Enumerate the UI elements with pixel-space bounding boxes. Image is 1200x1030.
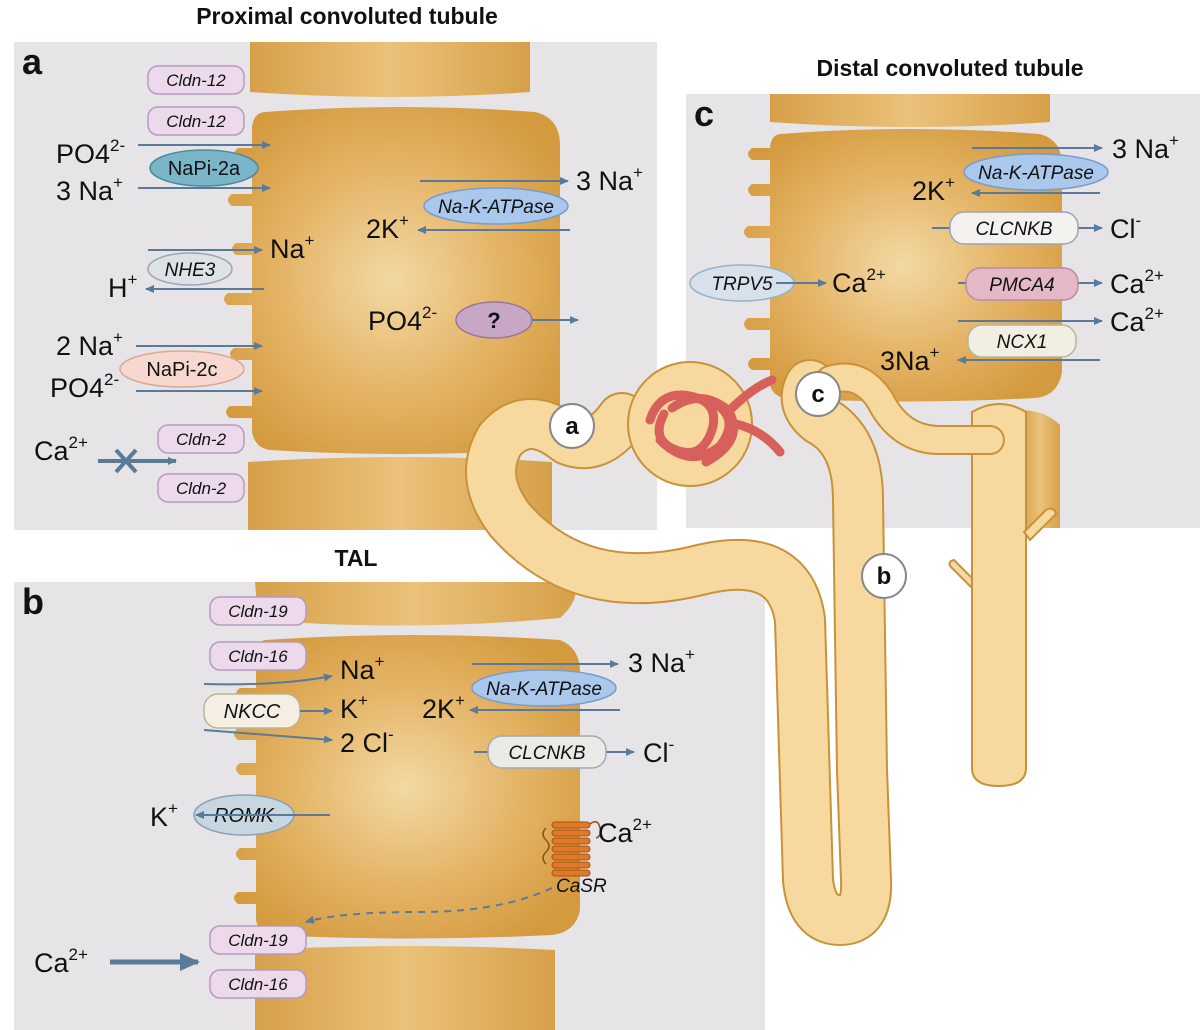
ca-out-c-1: Ca2+: [1110, 266, 1164, 299]
panel-b-upper-cell: [255, 582, 576, 626]
cldn-19-lower: Cldn-19: [209, 925, 307, 955]
ca-ion-a: Ca2+: [34, 433, 88, 466]
panel-c-lower-cell: [1020, 410, 1060, 528]
svg-text:a: a: [565, 413, 579, 440]
cldn-19-upper: Cldn-19: [209, 596, 307, 626]
ca-out-c-2: Ca2+: [1110, 304, 1164, 337]
svg-text:b: b: [877, 563, 892, 590]
po4-exit-ion: PO42-: [368, 303, 437, 336]
po4-top-ion: PO42-: [56, 136, 125, 169]
na-arrow-nkcc: [203, 673, 333, 686]
casr-receptor-icon: [542, 821, 602, 877]
panel-b: TAL b Cldn-19 Cldn-16 Cldn-19 Cldn-16 Na…: [14, 545, 765, 1030]
cldn-16-upper: Cldn-16: [209, 641, 307, 671]
ca-ion-casr: Ca2+: [598, 815, 652, 848]
nakatpase-b: [471, 669, 617, 707]
cldn-16-lower: Cldn-16: [209, 969, 307, 999]
cldn-12-upper: Cldn-12: [147, 65, 245, 95]
k-ion-b: K+: [340, 691, 368, 724]
three-na-out-b: 3 Na+: [628, 645, 695, 678]
panel-a-upper-cell: [250, 42, 530, 97]
svg-text:Cldn-2: Cldn-2: [176, 479, 227, 498]
nakatpase-c-label: Na-K-ATPase: [978, 163, 1094, 184]
three-na-out-c: 3 Na+: [1112, 131, 1179, 164]
clcnkb-b: [487, 735, 607, 769]
ca-lumen-ion-b: Ca2+: [34, 945, 88, 978]
svg-text:Cldn-19: Cldn-19: [228, 931, 288, 950]
h-ion: H+: [108, 270, 138, 303]
pmca4-label: PMCA4: [989, 275, 1054, 296]
two-k-in-c: 2K+: [912, 173, 955, 206]
panel-c-letter: c: [694, 93, 714, 134]
napi2a-transporter: [149, 149, 259, 187]
nephron-illustration: a c b: [465, 359, 1058, 946]
svg-text:Cldn-16: Cldn-16: [228, 647, 288, 666]
clcnkb-c: [949, 211, 1079, 245]
pct-title: Proximal convoluted tubule: [196, 3, 498, 29]
nhe3-label: NHE3: [165, 260, 216, 281]
two-k-in-b: 2K+: [422, 691, 465, 724]
na-ion-b: Na+: [340, 652, 385, 685]
napi2c-label: NaPi-2c: [146, 359, 217, 381]
casr-signal-dashed-arrow: [305, 887, 553, 924]
svg-text:Cldn-12: Cldn-12: [166, 112, 226, 131]
cldn-12-lower: Cldn-12: [147, 106, 245, 136]
po4-bottom-ion: PO42-: [50, 370, 119, 403]
svg-text:Cldn-16: Cldn-16: [228, 975, 288, 994]
two-cl-ion-b: 2 Cl-: [340, 725, 394, 758]
two-k-in-a: 2K+: [366, 211, 409, 244]
nakatpase-c: [963, 153, 1109, 191]
svg-text:Cldn-19: Cldn-19: [228, 602, 288, 621]
three-na-in-c: 3Na+: [880, 343, 940, 376]
dct-title: Distal convoluted tubule: [816, 55, 1083, 81]
cldn-2-upper: Cldn-2: [157, 424, 245, 454]
panel-a-letter: a: [22, 41, 43, 82]
panel-c-upper-cell: [770, 94, 1050, 127]
casr-label: CaSR: [556, 876, 607, 897]
block-cross-icon: [114, 448, 138, 474]
nakatpase-a: [423, 187, 569, 225]
nakatpase-a-label: Na-K-ATPase: [438, 197, 554, 218]
panel-c: Distal convoluted tubule c 3 Na+ Na-K-AT…: [686, 55, 1200, 528]
panel-b-lower-cell: [255, 946, 555, 1030]
napi2c-transporter: [119, 350, 245, 388]
panel-b-letter: b: [22, 581, 44, 622]
cl-out-c: Cl-: [1110, 211, 1141, 244]
trpv5-label: TRPV5: [711, 274, 773, 295]
nephron-marker-b: b: [861, 553, 907, 599]
two-na-ion-a: 2 Na+: [56, 328, 123, 361]
napi2a-label: NaPi-2a: [168, 158, 241, 180]
cl-arrow-nkcc: [203, 729, 333, 744]
nhe3-transporter: [147, 252, 233, 286]
na-ion-a: Na+: [270, 231, 315, 264]
clcnkb-b-label: CLCNKB: [508, 743, 585, 764]
collecting-duct: [948, 403, 1058, 788]
ncx1-exchanger: [967, 324, 1077, 358]
three-na-out-a: 3 Na+: [576, 163, 643, 196]
k-out-ion-b: K+: [150, 799, 178, 832]
three-na-ion-a: 3 Na+: [56, 173, 123, 206]
unknown-transporter-label: ?: [487, 308, 500, 333]
nkcc-label: NKCC: [224, 701, 281, 723]
svg-text:Cldn-12: Cldn-12: [166, 71, 226, 90]
tal-title: TAL: [334, 545, 377, 571]
cl-out-b: Cl-: [643, 735, 674, 768]
pmca4-pump: [965, 267, 1079, 301]
svg-text:Cldn-2: Cldn-2: [176, 430, 227, 449]
glomerulus-icon: [645, 375, 785, 467]
svg-text:c: c: [811, 381, 824, 408]
ncx1-label: NCX1: [997, 332, 1048, 353]
panel-a: Proximal convoluted tubule a Cldn-12 Cld…: [14, 3, 657, 530]
tubule-inner: [467, 361, 891, 944]
cldn-2-lower: Cldn-2: [157, 473, 245, 503]
nephron-marker-a: a: [549, 403, 595, 449]
nakatpase-b-label: Na-K-ATPase: [486, 679, 602, 700]
nephron-marker-c: c: [795, 371, 841, 417]
clcnkb-c-label: CLCNKB: [975, 219, 1052, 240]
dct-segment-inner: [817, 364, 1003, 453]
ca-in-c: Ca2+: [832, 265, 886, 298]
